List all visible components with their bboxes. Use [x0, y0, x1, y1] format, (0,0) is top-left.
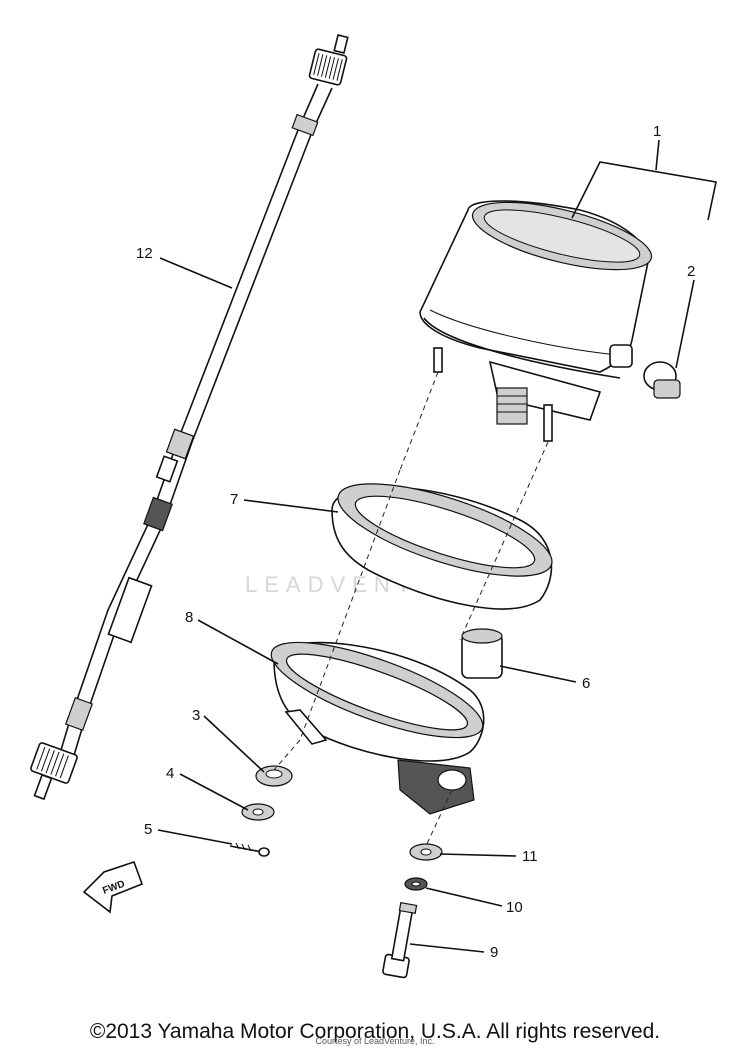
callout-3: 3	[192, 707, 200, 724]
callout-7: 7	[230, 491, 238, 508]
bolt	[382, 901, 418, 979]
callout-12: 12	[136, 245, 153, 262]
callout-8: 8	[185, 609, 193, 626]
grommet	[255, 765, 293, 787]
courtesy-notice: Courtesy of LeadVenture, Inc.	[315, 1036, 435, 1046]
washer	[241, 803, 275, 821]
callout-6: 6	[582, 675, 590, 692]
speedometer-assembly	[419, 200, 653, 442]
callout-labels: 1 2 3 4 5 6 7 8 9 10 11 12	[136, 123, 695, 961]
callout-1: 1	[653, 123, 661, 140]
collar	[461, 628, 503, 679]
callout-11: 11	[522, 848, 538, 865]
callout-10: 10	[506, 899, 523, 916]
callout-5: 5	[144, 821, 152, 838]
forward-arrow-icon: FWD	[82, 860, 144, 914]
assembly-lines	[273, 371, 549, 847]
spring-washer	[404, 877, 428, 891]
indicator-bulb	[643, 361, 681, 399]
speedometer-cable	[30, 34, 349, 801]
leader-lines	[157, 139, 717, 953]
plain-washer	[409, 843, 443, 861]
callout-2: 2	[687, 263, 695, 280]
callout-9: 9	[490, 944, 498, 961]
screw	[229, 842, 270, 857]
copyright-notice: ©2013 Yamaha Motor Corporation, U.S.A. A…	[89, 1020, 661, 1043]
callout-4: 4	[166, 765, 174, 782]
meter-case	[270, 641, 485, 815]
